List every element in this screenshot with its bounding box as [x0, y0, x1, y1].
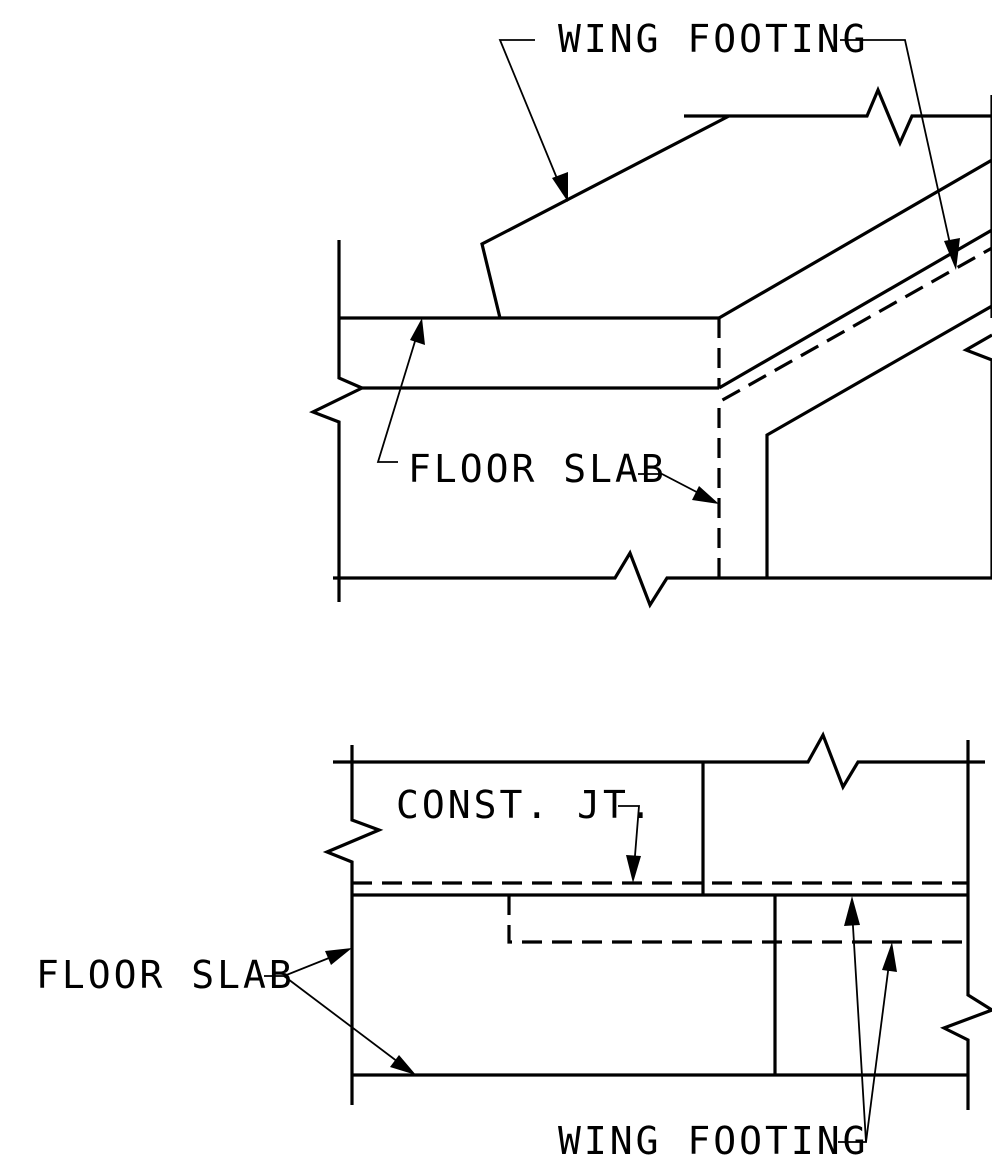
- arrow-wing-footing-bottom-left: [844, 896, 860, 926]
- label-wing-footing-bottom: WING FOOTING: [558, 1119, 869, 1158]
- right-break-edge-bottom: [940, 740, 992, 1110]
- leader-const-jt: [618, 805, 640, 869]
- leader-floor-slab-top-right: [638, 473, 713, 501]
- top-break-line: [333, 731, 985, 791]
- leader-wing-footing-right: [840, 39, 955, 263]
- arrow-floor-slab-top-right: [692, 486, 719, 504]
- wing-wall-edge: [765, 304, 992, 578]
- left-break-edge: [309, 240, 366, 602]
- label-floor-slab-bottom: FLOOR SLAB: [36, 953, 295, 997]
- leader-wing-footing-bottom-right: [865, 955, 891, 1143]
- leader-floor-slab-bottom-lower: [283, 975, 407, 1069]
- arrow-const-jt: [626, 855, 641, 883]
- bottom-elevation-view: CONST. JT. FLOOR SLAB WING FOOTING: [36, 731, 992, 1158]
- bottom-break-line: [333, 549, 992, 609]
- leader-wing-footing-bottom: [838, 909, 867, 1143]
- label-floor-slab-top: FLOOR SLAB: [408, 447, 667, 491]
- right-break-symbol: [962, 333, 992, 578]
- wing-footing-top-edge: [480, 85, 992, 319]
- arrow-wing-footing-right: [944, 238, 960, 270]
- label-wing-footing-top: WING FOOTING: [558, 17, 869, 61]
- left-break-edge-bottom: [322, 745, 384, 1105]
- wing-slope-upper: [718, 158, 992, 320]
- arrow-wing-footing-left: [552, 172, 568, 202]
- arrow-floor-slab-bottom-lower: [390, 1055, 416, 1075]
- leader-wing-footing-left: [498, 39, 564, 194]
- wing-slope-lower: [718, 228, 992, 390]
- top-isometric-view: WING FOOTING FLOOR SLAB: [309, 17, 992, 609]
- hidden-joint-sloped: [717, 246, 992, 578]
- arrow-floor-slab-bottom-upper: [325, 948, 352, 965]
- leader-floor-slab-top: [376, 324, 421, 463]
- arrow-floor-slab-top-upper: [410, 318, 425, 345]
- arrow-wing-footing-bottom-right: [882, 942, 897, 972]
- label-const-jt: CONST. JT.: [396, 783, 655, 827]
- wing-footing-hidden: [507, 895, 968, 944]
